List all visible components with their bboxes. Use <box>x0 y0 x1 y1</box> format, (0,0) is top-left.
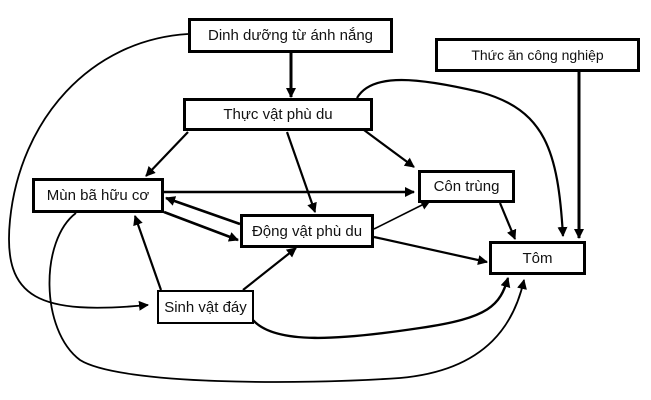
node-organic-detritus: Mùn bã hữu cơ <box>32 178 164 213</box>
edge-detritus-shrimp <box>48 212 527 383</box>
edge-detritus-zoo <box>163 210 239 242</box>
edge-benthos-shrimp <box>252 277 511 340</box>
node-sunlight-nutrition: Dinh dưỡng từ ánh nắng <box>188 18 393 53</box>
node-benthos: Sinh vật đáy <box>157 290 254 324</box>
edge-benthos-zoo <box>242 247 297 291</box>
node-zooplankton: Động vật phù du <box>240 214 374 248</box>
edge-phyto-shrimp <box>356 78 568 237</box>
node-phytoplankton: Thực vật phù du <box>183 98 373 131</box>
edge-sun-benthos <box>8 33 189 311</box>
edge-benthos-detritus <box>133 215 163 291</box>
edge-zoo-shrimp <box>373 235 488 265</box>
node-insect: Côn trùng <box>418 170 515 203</box>
edge-zoo-insect <box>373 200 431 230</box>
edge-phyto-zoo <box>285 131 317 213</box>
edge-insect-shrimp <box>498 202 517 240</box>
edge-zoo-detritus <box>165 196 241 226</box>
edge-phyto-insect <box>363 129 415 168</box>
node-industrial-feed: Thức ăn công nghiệp <box>435 38 640 72</box>
edge-phyto-detritus <box>145 131 189 177</box>
node-shrimp: Tôm <box>489 241 586 275</box>
